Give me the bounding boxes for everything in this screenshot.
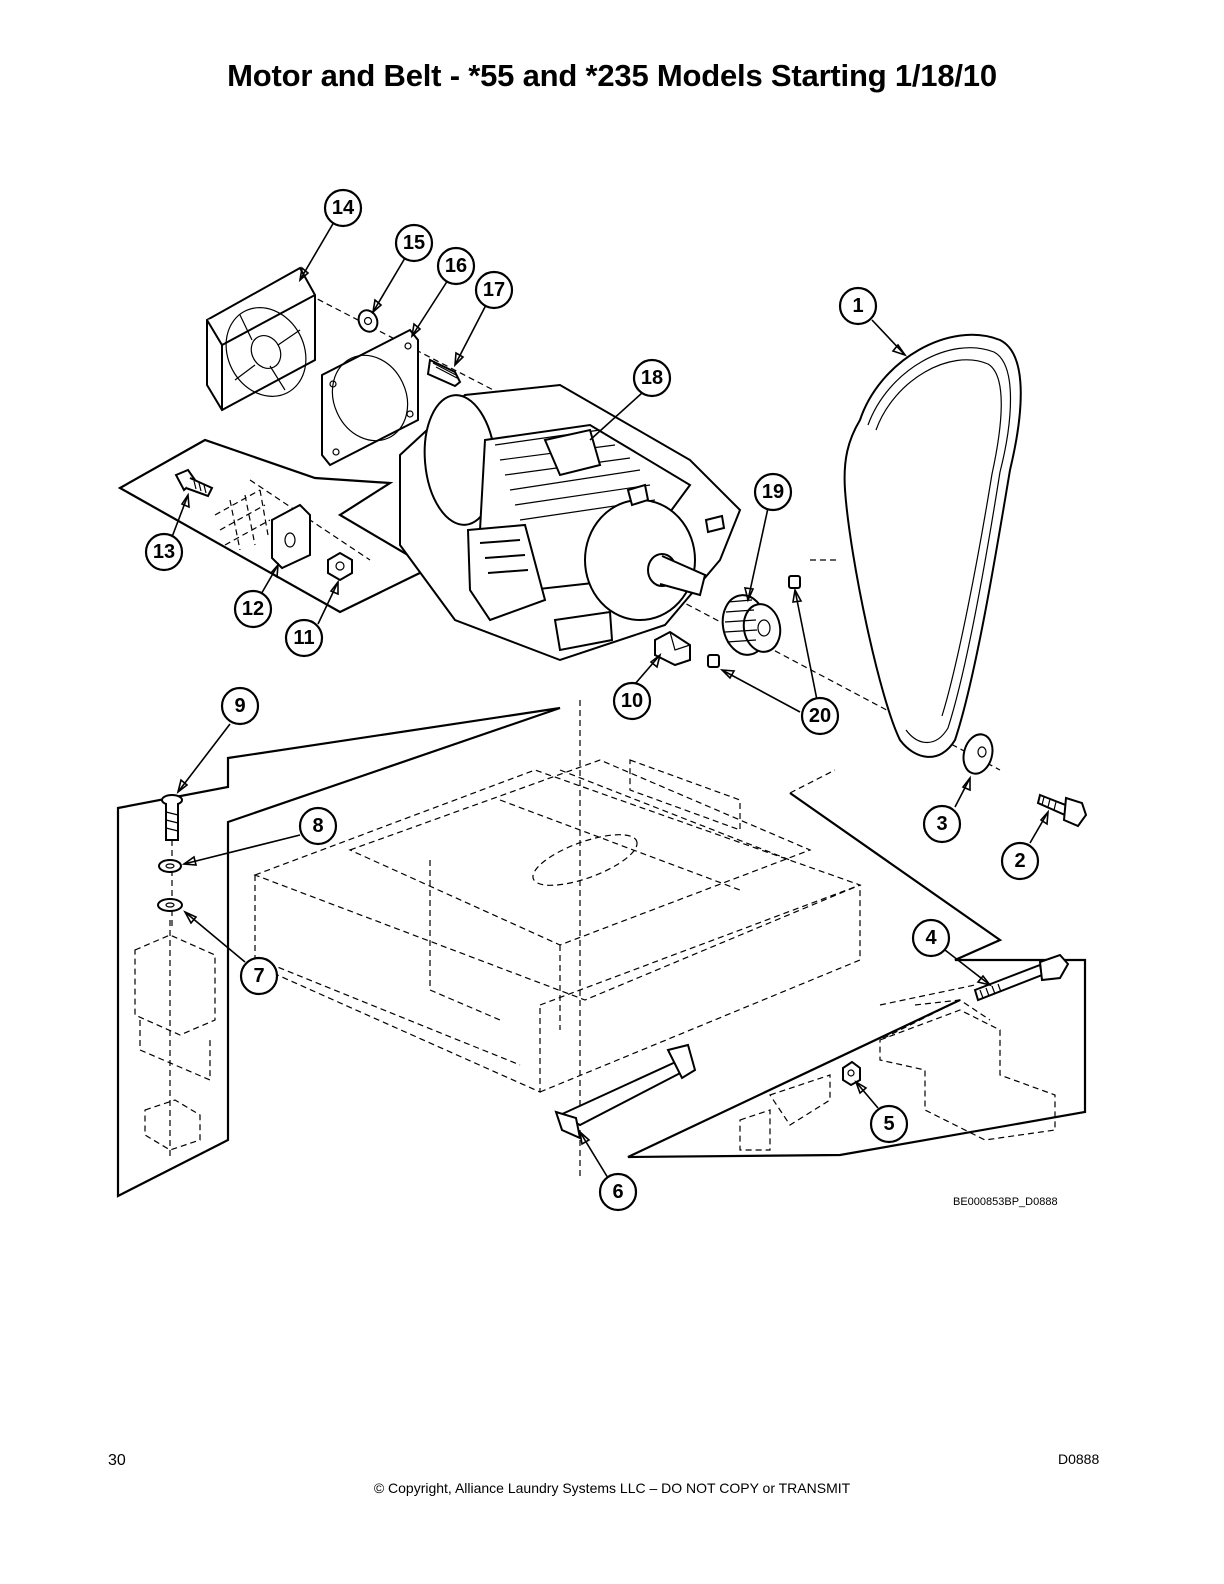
set-screw-part bbox=[707, 575, 801, 668]
page-number: 30 bbox=[108, 1452, 126, 1469]
callout-19: 19 bbox=[753, 472, 793, 512]
belt-part bbox=[843, 333, 1022, 758]
svg-text:18: 18 bbox=[641, 367, 663, 389]
adjust-nut-part bbox=[842, 1060, 861, 1087]
motor-bracket-part bbox=[554, 1043, 697, 1140]
callout-6: 6 bbox=[598, 1172, 638, 1212]
right-detail-frame bbox=[627, 792, 1087, 1159]
callout-12: 12 bbox=[233, 589, 273, 629]
leader-lines bbox=[171, 221, 1049, 1179]
copyright-notice: © Copyright, Alliance Laundry Systems LL… bbox=[373, 1480, 851, 1496]
svg-text:9: 9 bbox=[234, 695, 245, 717]
callout-9: 9 bbox=[220, 686, 260, 726]
svg-text:7: 7 bbox=[253, 965, 264, 987]
motor-part bbox=[399, 383, 742, 662]
adjust-bolt-part bbox=[973, 953, 1070, 1002]
callout-13: 13 bbox=[144, 532, 184, 572]
svg-text:1: 1 bbox=[852, 295, 863, 317]
svg-text:8: 8 bbox=[312, 815, 323, 837]
fan-screw-part bbox=[426, 358, 462, 388]
fan-gasket-part bbox=[321, 328, 419, 467]
fan-nut-part bbox=[357, 309, 379, 333]
machine-base-frame bbox=[253, 700, 862, 1180]
callout-20: 20 bbox=[800, 696, 840, 736]
lock-washer-part bbox=[158, 859, 182, 873]
svg-text:11: 11 bbox=[293, 627, 314, 649]
mount-hole-pattern bbox=[214, 489, 271, 551]
flat-washer-part bbox=[157, 898, 183, 912]
locknut-part bbox=[327, 551, 353, 582]
document-code: D0888 bbox=[1058, 1451, 1100, 1467]
svg-text:6: 6 bbox=[612, 1181, 623, 1203]
pulley-bolt-part bbox=[1036, 793, 1088, 828]
cable-connector-part bbox=[654, 630, 691, 667]
callout-7: 7 bbox=[239, 956, 279, 996]
svg-text:13: 13 bbox=[153, 541, 175, 563]
callout-3: 3 bbox=[922, 804, 962, 844]
callout-4: 4 bbox=[911, 918, 951, 958]
hex-bolt-part bbox=[174, 468, 214, 498]
left-detail-frame bbox=[116, 706, 561, 1198]
cooling-fan-part bbox=[206, 266, 316, 412]
callout-8: 8 bbox=[298, 806, 338, 846]
left-detail-bracket bbox=[134, 920, 216, 1160]
svg-text:5: 5 bbox=[883, 1113, 894, 1135]
fan-mount-detail-frame bbox=[117, 438, 433, 614]
mount-plate-part bbox=[271, 503, 311, 570]
pulley-washer-part bbox=[962, 733, 994, 775]
right-detail-bracket bbox=[739, 999, 1056, 1151]
svg-text:19: 19 bbox=[762, 481, 784, 503]
carriage-bolt-part bbox=[161, 794, 183, 841]
callout-14: 14 bbox=[323, 188, 363, 228]
callout-16: 16 bbox=[436, 246, 476, 286]
svg-text:16: 16 bbox=[445, 255, 467, 277]
svg-text:15: 15 bbox=[403, 232, 425, 254]
svg-text:4: 4 bbox=[925, 927, 937, 949]
svg-text:2: 2 bbox=[1014, 850, 1025, 872]
svg-text:14: 14 bbox=[332, 197, 355, 219]
svg-text:12: 12 bbox=[242, 598, 264, 620]
callout-17: 17 bbox=[474, 270, 514, 310]
callout-11: 11 bbox=[284, 618, 324, 658]
callout-1: 1 bbox=[838, 286, 878, 326]
motor-pulley-part bbox=[721, 594, 782, 656]
svg-text:3: 3 bbox=[936, 813, 947, 835]
callout-5: 5 bbox=[869, 1104, 909, 1144]
callout-18: 18 bbox=[632, 358, 672, 398]
page-title: Motor and Belt - *55 and *235 Models Sta… bbox=[227, 58, 997, 93]
drawing-code: BE000853BP_D0888 bbox=[953, 1196, 1058, 1208]
svg-text:20: 20 bbox=[809, 705, 831, 727]
callout-10: 10 bbox=[612, 681, 652, 721]
callout-2: 2 bbox=[1000, 841, 1040, 881]
svg-text:10: 10 bbox=[621, 690, 643, 712]
svg-text:17: 17 bbox=[483, 279, 505, 301]
callout-15: 15 bbox=[394, 223, 434, 263]
